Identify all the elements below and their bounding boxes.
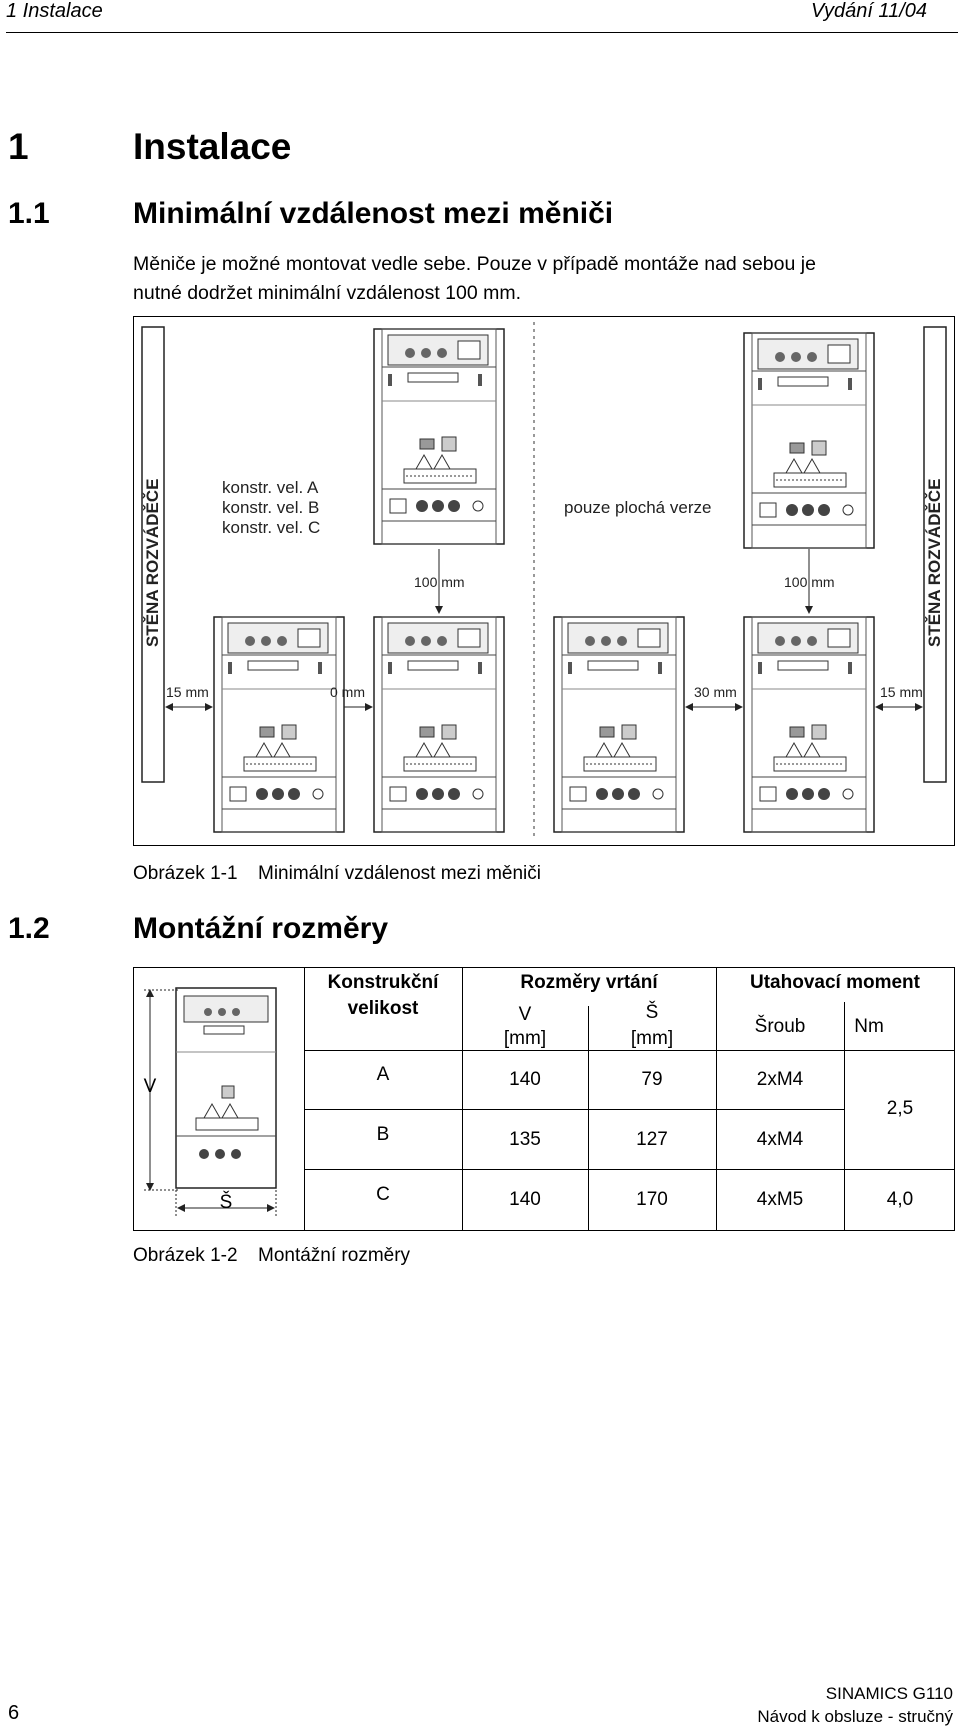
col-header-torque: Utahovací moment xyxy=(750,972,920,993)
col-header-size: Konstrukční xyxy=(327,972,439,993)
table-cell-nm: 2,5 xyxy=(886,1098,914,1119)
table-cell-s: 127 xyxy=(636,1129,668,1150)
table-cell-nm: 4,0 xyxy=(886,1189,914,1210)
size-c-label: konstr. vel. C xyxy=(222,518,320,537)
section-number: 1.1 xyxy=(8,197,50,230)
gap-0: 0 mm xyxy=(330,684,365,700)
wall-label-right: STĚNA ROZVÁDĚČE xyxy=(925,479,944,647)
gap-100-left: 100 mm xyxy=(414,574,465,590)
table-cell-v: 135 xyxy=(509,1129,541,1150)
col-header-s: Š xyxy=(645,1002,659,1023)
table-cell-s: 79 xyxy=(641,1069,663,1090)
inverter-bottom-2 xyxy=(373,616,505,833)
section-title: Montážní rozměry xyxy=(133,912,389,945)
chapter-title: Instalace xyxy=(133,126,292,167)
gap-15-left: 15 mm xyxy=(166,684,209,700)
footer-document: Návod k obsluze - stručný xyxy=(757,1707,953,1726)
figure-caption-number: Obrázek 1-1 xyxy=(133,863,238,884)
col-header-drilling: Rozměry vrtání xyxy=(520,972,658,993)
size-b-label: konstr. vel. B xyxy=(222,498,319,517)
section-title: Minimální vzdálenost mezi měniči xyxy=(133,197,614,230)
inverter-top-left xyxy=(373,328,505,545)
figure-spacing-diagram: STĚNA ROZVÁDĚČE STĚNA ROZVÁDĚČE konstr. … xyxy=(133,316,955,846)
mounting-dimensions-table: V Š Konstrukční velikost Rozměry vrtání … xyxy=(133,967,955,1231)
figure-caption-text: Montážní rozměry xyxy=(258,1245,411,1266)
inverter-dimension-drawing xyxy=(144,987,277,1216)
col-header-v: V xyxy=(518,1004,532,1025)
inverter-bottom-1 xyxy=(213,616,345,833)
size-a-label: konstr. vel. A xyxy=(222,478,319,497)
figure-caption-text: Minimální vzdálenost mezi měniči xyxy=(258,863,541,884)
page-number: 6 xyxy=(8,1702,20,1724)
inverter-top-right xyxy=(743,332,875,549)
dim-v-label: V xyxy=(143,1076,157,1097)
spacing-drawing: STĚNA ROZVÁDĚČE STĚNA ROZVÁDĚČE konstr. … xyxy=(141,322,947,837)
chapter-number: 1 xyxy=(8,126,29,167)
body-text-line: Měniče je možné montovat vedle sebe. Pou… xyxy=(133,253,816,275)
inverter-bottom-4 xyxy=(743,616,875,833)
figure-caption-number: Obrázek 1-2 xyxy=(133,1245,238,1266)
col-header-nm: Nm xyxy=(854,1016,884,1037)
header-rule xyxy=(6,32,958,33)
table-cell-screw: 4xM5 xyxy=(756,1189,804,1210)
section-number: 1.2 xyxy=(8,912,50,945)
dim-s-label: Š xyxy=(219,1192,233,1213)
gap-15-right: 15 mm xyxy=(880,684,923,700)
header-edition: Vydání 11/04 xyxy=(810,0,927,22)
col-header-screw: Šroub xyxy=(754,1016,806,1037)
table-cell-s: 170 xyxy=(636,1189,668,1210)
header-chapter: 1 Instalace xyxy=(6,0,103,22)
footer-product: SINAMICS G110 xyxy=(825,1684,953,1703)
gap-100-right: 100 mm xyxy=(784,574,835,590)
body-text-line: nutné dodržet minimální vzdálenost 100 m… xyxy=(133,282,522,304)
flat-version-label: pouze plochá verze xyxy=(564,498,711,517)
col-header-s-unit: [mm] xyxy=(630,1028,674,1049)
wall-label-left: STĚNA ROZVÁDĚČE xyxy=(143,479,162,647)
col-header-v-unit: [mm] xyxy=(503,1028,547,1049)
table-cell-size: C xyxy=(376,1184,390,1205)
table-cell-size: A xyxy=(376,1064,390,1085)
gap-30: 30 mm xyxy=(694,684,737,700)
table-cell-v: 140 xyxy=(509,1189,541,1210)
table-cell-v: 140 xyxy=(509,1069,541,1090)
table-cell-screw: 2xM4 xyxy=(756,1069,804,1090)
inverter-bottom-3 xyxy=(553,616,685,833)
col-header-size-line2: velikost xyxy=(347,998,419,1019)
table-cell-screw: 4xM4 xyxy=(756,1129,804,1150)
table-cell-size: B xyxy=(376,1124,390,1145)
